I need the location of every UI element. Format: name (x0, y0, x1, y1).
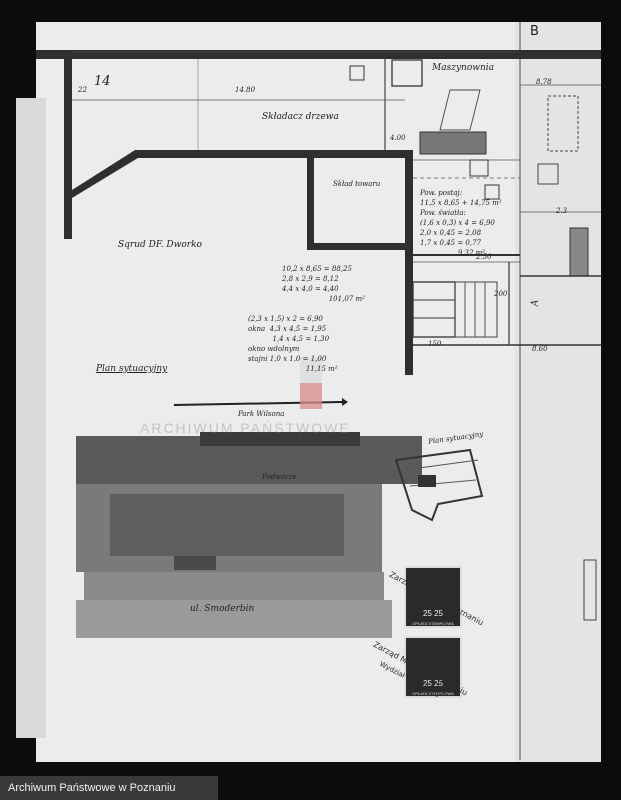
room-label-wood-storage: Składacz drzewa (262, 112, 339, 122)
courtyard-label: Podwórze (262, 473, 297, 481)
area-calculation-right: Pow. postaj: 11,5 x 8,65 + 14,75 m² Pow.… (420, 189, 502, 257)
tax-stamp-lower-label: OPŁATA STEMPLOWA (412, 691, 454, 696)
dimension-right-length: 8.60 (532, 345, 548, 353)
archive-credit-footer: Archiwum Państwowe w Poznaniu (0, 776, 218, 800)
tax-stamp-upper-label: OPŁATA STEMPLOWA (412, 621, 454, 626)
archive-watermark: ARCHIWUM PAŃSTWOWE (140, 420, 351, 436)
room-label-goods-storage: Skład towaru (333, 180, 381, 188)
room-label-machinery: Maszynownia (432, 63, 494, 73)
dimension-center-b: 200 (494, 290, 508, 298)
dimension-top-left: 22 (78, 86, 87, 94)
dimension-center-d: 2.50 (476, 253, 492, 261)
street-label: ul. Smoderbin (190, 604, 255, 614)
light-area-calculation: (2,3 x 1,5) x 2 = 6,90 okna 4,3 x 4,5 = … (248, 315, 338, 373)
dimension-right-small: 2.3 (556, 207, 568, 215)
area-calculation-left: 10,2 x 8,65 = 88,25 2,8 x 2,9 = 8,12 4,4… (282, 265, 365, 303)
room-label-neighbour: Sqrud DF. Dworko (118, 240, 202, 250)
dimension-center-a: 150 (428, 340, 442, 348)
corner-letter: B (530, 24, 539, 39)
site-plan-title: Plan sytuacyjny (96, 364, 168, 374)
dimension-top-right: 8.78 (536, 78, 552, 86)
sheet-number: 14 (94, 74, 111, 89)
tax-stamp-upper: 25 25 OPŁATA STEMPLOWA (404, 566, 462, 628)
park-label: Park Wilsona (238, 410, 285, 418)
tax-stamp-lower: 25 25 OPŁATA STEMPLOWA (404, 636, 462, 698)
dimension-center-c: 4.00 (390, 134, 406, 142)
tax-stamp-upper-value: 25 25 (422, 609, 444, 618)
section-marker: A (530, 299, 541, 307)
tax-stamp-lower-value: 25 25 (422, 679, 444, 688)
dimension-top-length: 14.80 (235, 86, 256, 94)
